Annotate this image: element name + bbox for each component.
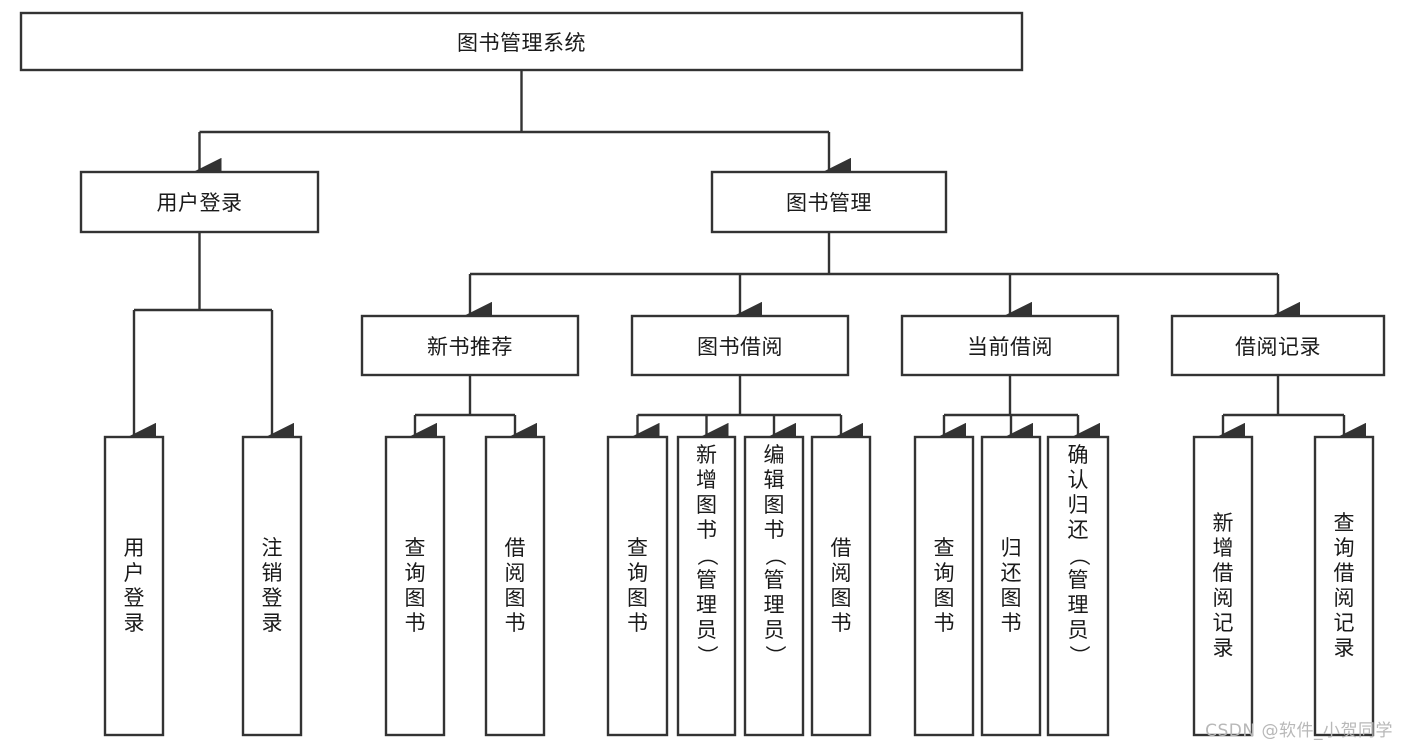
node-box-root[interactable]	[19, 11, 1024, 72]
node-box-book-management[interactable]	[710, 170, 948, 234]
node-box-new-book-recommend[interactable]	[360, 314, 580, 377]
node-box-leaf-query-book-borrow[interactable]	[606, 435, 669, 737]
node-box-leaf-user-logout[interactable]	[241, 435, 303, 737]
csdn-watermark: CSDN @软件_小贺同学	[1205, 721, 1393, 741]
node-box-borrow-record[interactable]	[1170, 314, 1386, 377]
node-box-book-borrow[interactable]	[630, 314, 850, 377]
node-box-user-login[interactable]	[79, 170, 320, 234]
node-box-leaf-query-borrow-record[interactable]	[1313, 435, 1375, 737]
connector-layer	[129, 70, 1366, 450]
node-box-leaf-borrow-book-recommend[interactable]	[484, 435, 546, 737]
node-box-leaf-borrow-book[interactable]	[810, 435, 872, 737]
node-box-leaf-return-book[interactable]	[980, 435, 1042, 737]
node-box-leaf-add-book-admin[interactable]	[676, 435, 737, 737]
node-box-leaf-add-borrow-record[interactable]	[1192, 435, 1254, 737]
node-box-layer	[19, 11, 1386, 737]
node-box-leaf-query-book-recommend[interactable]	[384, 435, 446, 737]
node-box-current-borrow[interactable]	[900, 314, 1120, 377]
node-box-leaf-confirm-return-admin[interactable]	[1046, 435, 1110, 737]
node-box-leaf-user-login[interactable]	[103, 435, 165, 737]
node-box-leaf-query-book-current[interactable]	[913, 435, 975, 737]
node-box-leaf-edit-book-admin[interactable]	[743, 435, 805, 737]
